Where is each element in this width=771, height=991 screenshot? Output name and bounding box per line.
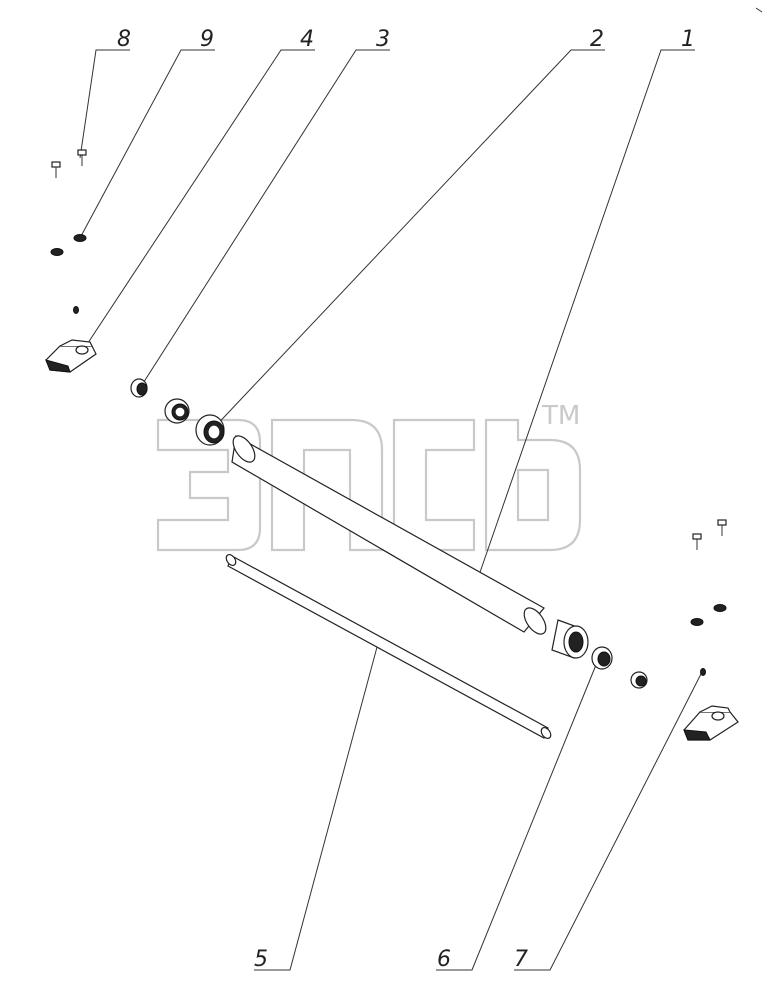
pin-part [73,306,79,314]
callout-5: 5 [254,947,268,972]
watermark-logo: TM [156,401,582,552]
mounting-bracket-part-4 [45,339,97,373]
bushing-upper [164,398,190,424]
pin-part-7 [700,668,706,676]
callout-6: 6 [437,947,451,972]
washer-lower-right [690,604,727,626]
callout-3: 3 [376,27,390,52]
callout-9: 9 [200,27,214,52]
bolt-lower-right [692,519,727,550]
callout-4: 4 [300,27,314,52]
bolt-part-8 [51,149,87,178]
corner-mark [755,7,763,13]
callout-7: 7 [514,947,528,972]
mounting-bracket-right [683,705,739,741]
seal-lower-small [630,671,648,689]
callout-1: 1 [681,27,695,52]
seal-part-3 [130,378,148,398]
bushing-lower-large [551,619,589,659]
callout-2: 2 [590,27,604,52]
upper-left-hardware [50,149,87,314]
piston-rod-part-5 [225,553,552,740]
leader-lines [79,49,703,971]
cylinder-tube-part-1 [231,435,547,635]
cylinder-cap-part-2 [195,414,225,446]
seal-part-6 [591,646,613,670]
watermark-trademark: TM [541,401,580,431]
callout-8: 8 [117,27,131,52]
washer-part-9 [50,234,87,256]
lower-right-hardware [690,519,727,676]
callout-labels: 8 9 4 3 2 1 5 6 7 [117,27,695,972]
